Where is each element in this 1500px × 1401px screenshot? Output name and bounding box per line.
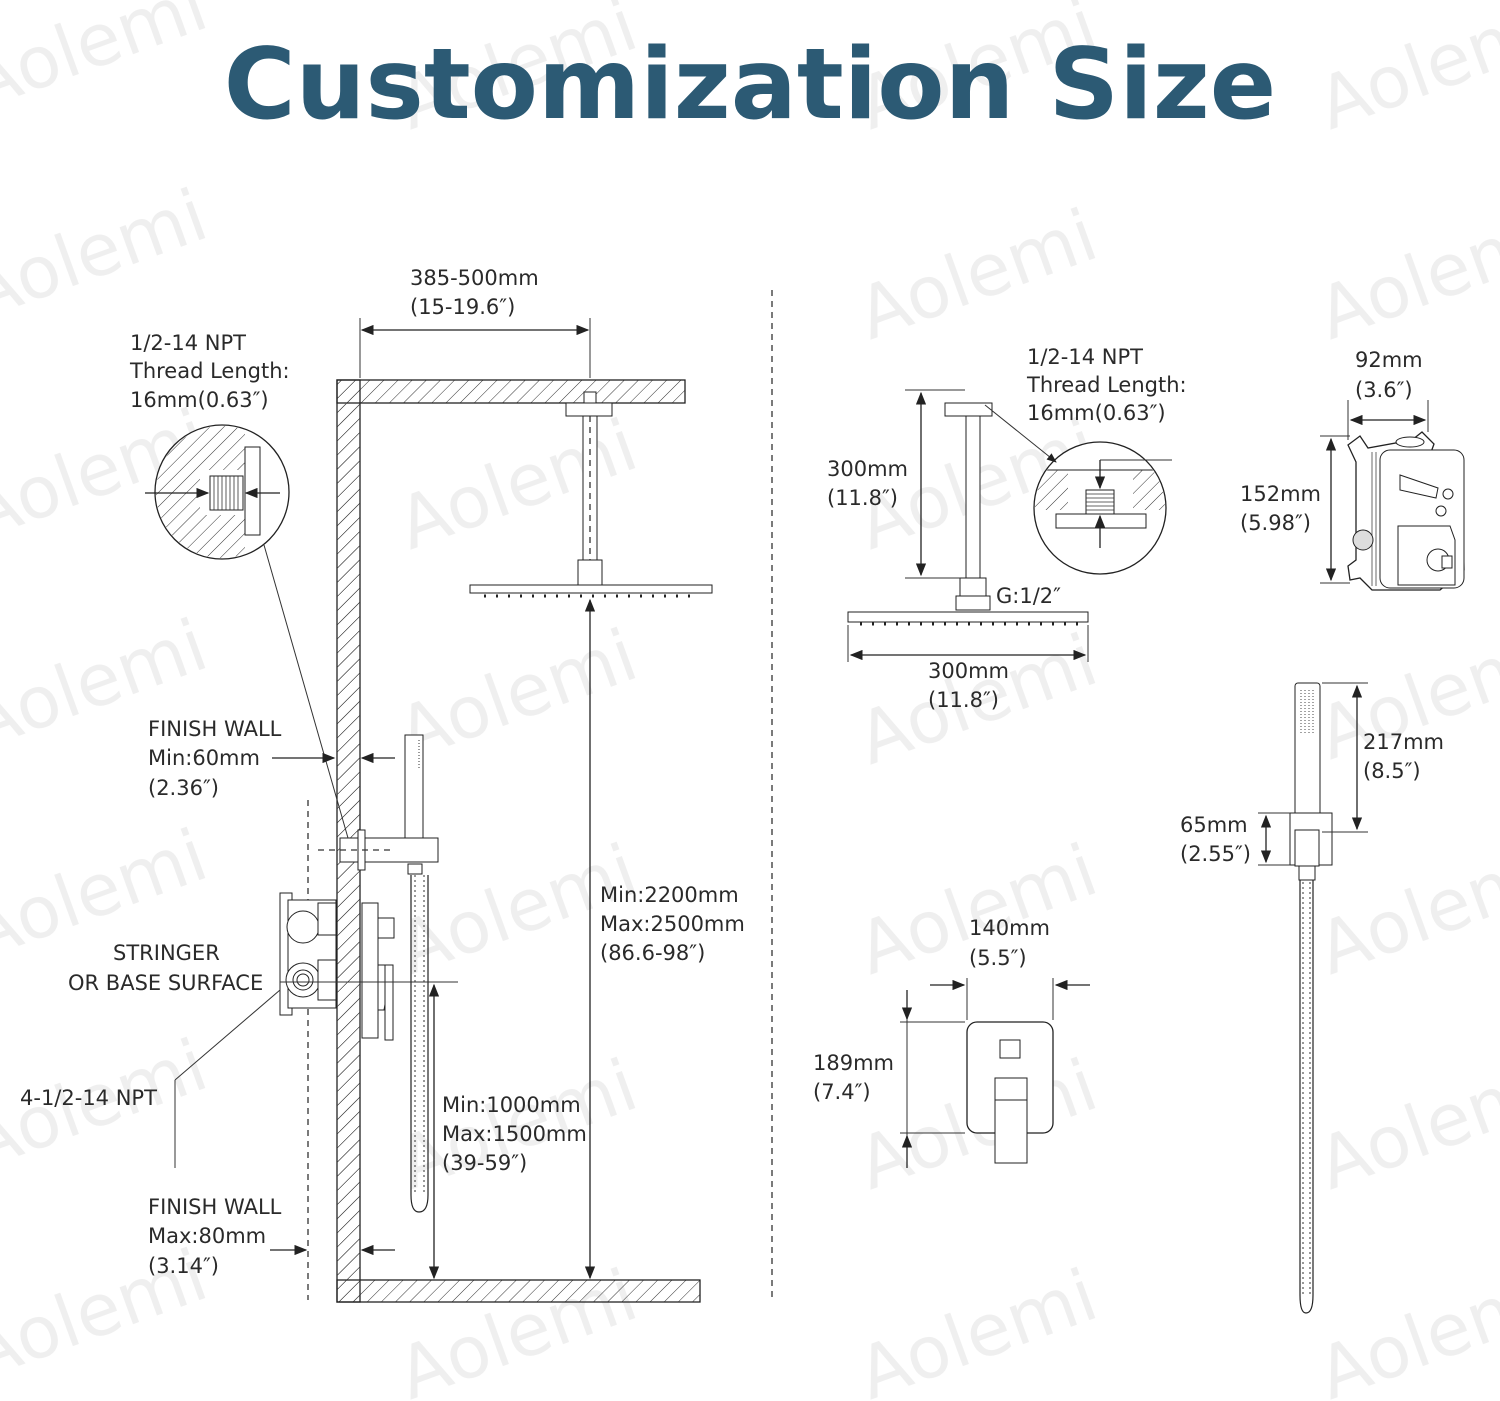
connection-size: G:1/2″ [996, 584, 1061, 608]
head-height-min: Min:2200mm [600, 883, 739, 907]
head-width-mm: 300mm [928, 659, 1009, 683]
thread-detail-circle [145, 424, 290, 560]
holder-height-in: (2.55″) [1180, 842, 1251, 866]
watermark: Aolemi [847, 1253, 1107, 1401]
hand-shower-front [1289, 682, 1333, 1314]
top-width-mm: 385-500mm [410, 266, 539, 290]
finish-wall-min-mm: Min:60mm [148, 746, 260, 770]
watermark: Aolemi [1307, 828, 1500, 991]
thread-note-label: Thread Length: [129, 359, 290, 383]
thread-detail-circle-right [1033, 441, 1172, 575]
finish-wall-max-in: (3.14″) [148, 1254, 219, 1278]
thread-note-npt: 1/2-14 NPT [130, 331, 246, 355]
trim-width-mm: 140mm [969, 916, 1050, 940]
trim-width-in: (5.5″) [969, 946, 1027, 970]
watermark: Aolemi [387, 613, 647, 776]
arm-length-mm: 300mm [827, 457, 908, 481]
holder-height-mm: 65mm [1180, 813, 1248, 837]
shower-arm-and-head [847, 402, 1089, 626]
thread-note-npt-right: 1/2-14 NPT [1027, 345, 1143, 369]
valve-body-height-in: (5.98″) [1240, 511, 1311, 535]
top-width-in: (15-19.6″) [410, 295, 515, 319]
finish-wall-min-in: (2.36″) [148, 776, 219, 800]
thread-note-length: 16mm(0.63″) [130, 388, 269, 412]
watermark: Aolemi [387, 1253, 647, 1401]
watermark: Aolemi [0, 0, 217, 126]
watermark: Aolemi [1307, 1043, 1500, 1206]
finish-wall-max-mm: Max:80mm [148, 1224, 266, 1248]
head-height-max: Max:2500mm [600, 912, 745, 936]
watermark: Aolemi [387, 403, 647, 566]
stringer-label: STRINGER [113, 941, 220, 965]
thread-note-length-right: 16mm(0.63″) [1027, 401, 1166, 425]
watermark: Aolemi [1307, 193, 1500, 356]
valve-height-min: Min:1000mm [442, 1093, 581, 1117]
handheld-length-in: (8.5″) [1363, 759, 1421, 783]
npt-inlets-label: 4-1/2-14 NPT [20, 1086, 157, 1110]
trim-plate-front [966, 1021, 1054, 1164]
finish-wall-min-title: FINISH WALL [148, 717, 282, 741]
valve-body-width-in: (3.6″) [1355, 378, 1413, 402]
valve-height-in: (39-59″) [442, 1151, 527, 1175]
watermark: Aolemi [1307, 1253, 1500, 1401]
valve-body-width-mm: 92mm [1355, 348, 1423, 372]
finish-wall-max-title: FINISH WALL [148, 1195, 282, 1219]
trim-height-in: (7.4″) [813, 1080, 871, 1104]
valve-body-height-mm: 152mm [1240, 482, 1321, 506]
valve-side [279, 892, 395, 1041]
handheld-length-mm: 217mm [1363, 730, 1444, 754]
trim-height-mm: 189mm [813, 1051, 894, 1075]
head-width-in: (11.8″) [928, 688, 999, 712]
head-height-in: (86.6-98″) [600, 941, 705, 965]
watermark: Aolemi [0, 173, 217, 336]
valve-body [1347, 431, 1465, 591]
page-title: Customization Size [224, 28, 1276, 142]
arm-length-in: (11.8″) [827, 486, 898, 510]
thread-note-label-right: Thread Length: [1026, 373, 1187, 397]
base-surface-label: OR BASE SURFACE [68, 971, 263, 995]
valve-height-max: Max:1500mm [442, 1122, 587, 1146]
watermark: Aolemi [0, 603, 217, 766]
watermark: Aolemi [1307, 0, 1500, 146]
watermark: Aolemi [847, 193, 1107, 356]
